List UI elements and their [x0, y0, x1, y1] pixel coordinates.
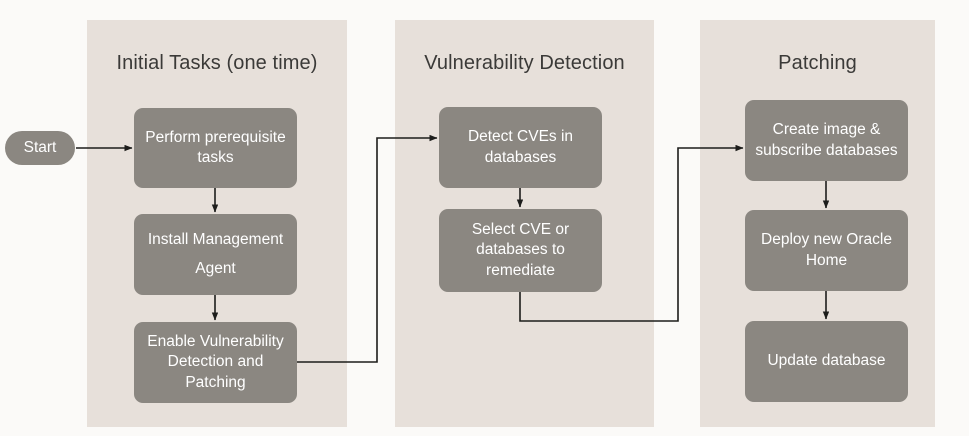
- node-install-management-agent[interactable]: Install Management Agent: [134, 214, 297, 295]
- panel-title-vulnerability-detection: Vulnerability Detection: [424, 52, 625, 74]
- node-label: Deploy new Oracle Home: [761, 231, 892, 269]
- start-node-label: Start: [23, 139, 57, 156]
- node-label: Enable Vulnerability Detection and Patch…: [147, 332, 284, 391]
- node-enable-vulnerability-detection-and-patching[interactable]: Enable Vulnerability Detection and Patch…: [134, 322, 297, 403]
- node-select-cve-or-databases-to-remediate[interactable]: Select CVE or databases to remediate: [439, 209, 602, 292]
- node-label: Create image & subscribe databases: [755, 121, 898, 159]
- node-label: Install Management Agent: [147, 230, 284, 277]
- panel-title-patching: Patching: [778, 52, 857, 74]
- panel-title-initial-tasks: Initial Tasks (one time): [116, 52, 318, 74]
- node-update-database[interactable]: Update database: [745, 321, 908, 402]
- node-perform-prerequisite-tasks[interactable]: Perform prerequisite tasks: [134, 108, 297, 188]
- node-label: Select CVE or databases to remediate: [471, 220, 570, 279]
- start-node[interactable]: Start: [5, 131, 75, 165]
- node-label: Detect CVEs in databases: [467, 128, 574, 166]
- node-deploy-new-oracle-home[interactable]: Deploy new Oracle Home: [745, 210, 908, 291]
- node-create-image-subscribe-databases[interactable]: Create image & subscribe databases: [745, 100, 908, 181]
- node-label: Update database: [767, 352, 886, 370]
- node-label: Perform prerequisite tasks: [145, 128, 286, 166]
- node-detect-cves-in-databases[interactable]: Detect CVEs in databases: [439, 107, 602, 188]
